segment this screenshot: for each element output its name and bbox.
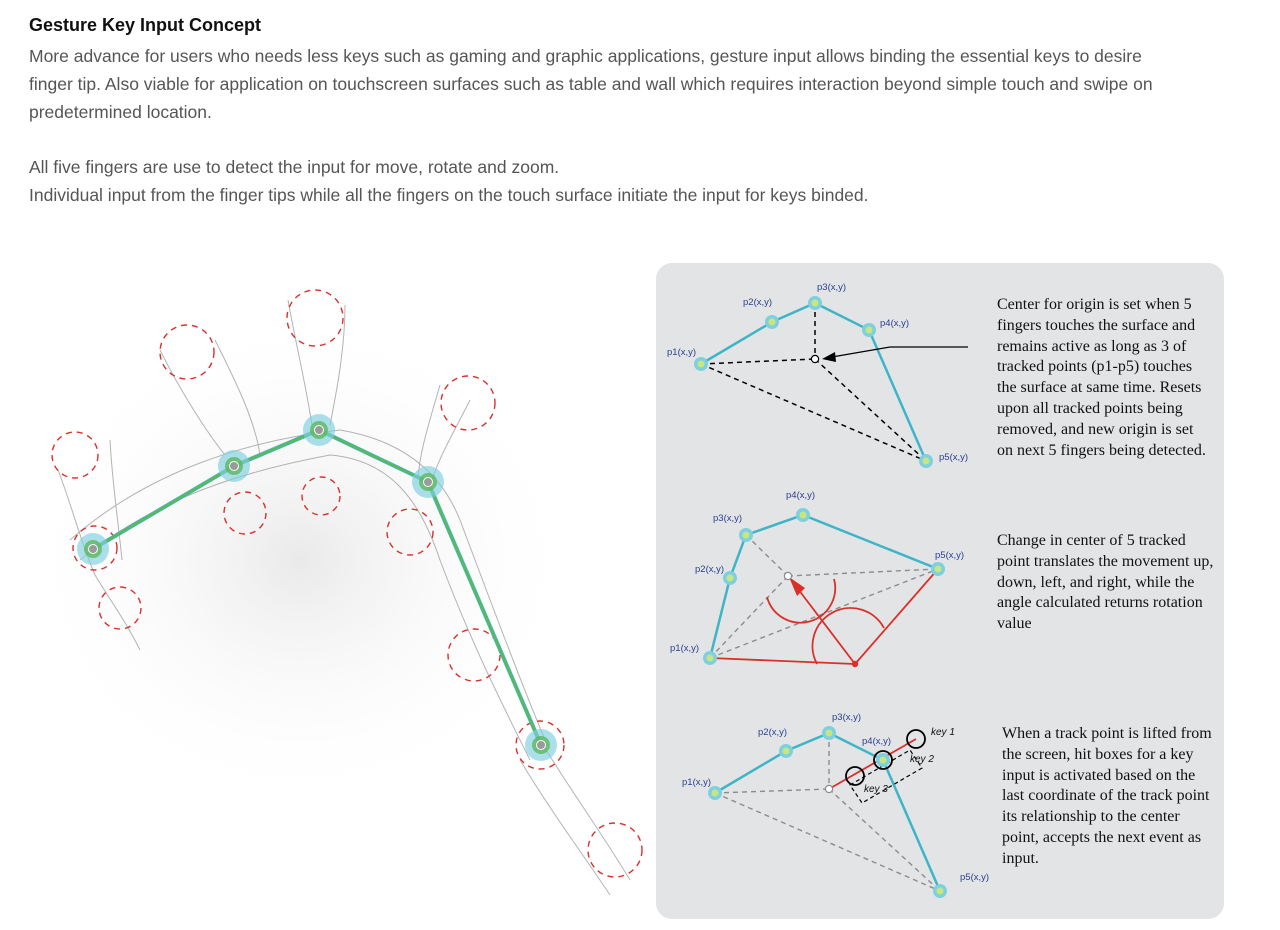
key-input-description: When a track point is lifted from the sc… [1002, 725, 1212, 867]
point-label-p1: p1(x,y) [667, 347, 696, 358]
key-1-label: key 1 [931, 727, 955, 738]
key-center-point [824, 784, 834, 794]
point-label-p4: p4(x,y) [862, 736, 891, 747]
track-point [723, 571, 737, 585]
key-2-hitbox [873, 750, 893, 770]
intro-paragraph: All five fingers are use to detect the i… [29, 157, 560, 177]
fingertip-node [77, 533, 109, 565]
rotation-diagram: p1(x,y) p2(x,y) p3(x,y) p4(x,y) p5(x,y) [670, 490, 964, 668]
rotation-arrowhead [789, 577, 805, 596]
key-construction-lines [714, 733, 941, 892]
track-point [739, 528, 753, 542]
track-point [694, 357, 708, 371]
origin-construction-lines [700, 303, 927, 462]
origin-track-points [694, 296, 933, 468]
fingertip-node [303, 414, 335, 446]
intro-paragraph: More advance for users who needs less ke… [29, 46, 1153, 122]
track-point [779, 744, 793, 758]
diagram-panel: p1(x,y) p2(x,y) p3(x,y) p4(x,y) p5(x,y) [656, 263, 1224, 919]
rotation-pivot [851, 660, 859, 668]
origin-pointer-line [831, 346, 891, 358]
origin-description: Center for origin is set when 5 fingers … [997, 296, 1206, 459]
point-label-p1: p1(x,y) [670, 643, 699, 654]
fingertip-node [412, 466, 444, 498]
origin-pointer-arrowhead [822, 352, 836, 362]
fingertip-nodes [77, 414, 557, 761]
fingertip-node [218, 450, 250, 482]
key-track-line [714, 731, 942, 892]
track-point [862, 323, 876, 337]
track-point [933, 884, 947, 898]
fingertip-node [525, 729, 557, 761]
point-label-p3: p3(x,y) [817, 282, 846, 293]
point-label-p4: p4(x,y) [880, 318, 909, 329]
point-label-p5: p5(x,y) [960, 872, 989, 883]
key-hitbox [849, 749, 923, 804]
intro-paragraph: Individual input from the finger tips wh… [29, 185, 869, 205]
track-point [876, 753, 890, 767]
point-label-p4: p4(x,y) [786, 490, 815, 501]
rotation-angle-marks [709, 568, 939, 665]
track-point [919, 454, 933, 468]
rotation-center-point [783, 571, 793, 581]
key-3-hitbox [845, 766, 865, 786]
rotation-description: Change in center of 5 tracked point tran… [997, 532, 1214, 633]
track-point [931, 562, 945, 576]
point-label-p2: p2(x,y) [758, 727, 787, 738]
point-label-p5: p5(x,y) [939, 452, 968, 463]
track-point [796, 508, 810, 522]
key-direction-line [828, 738, 917, 790]
key-3-label: key 3 [864, 784, 888, 795]
rotation-construction-lines [709, 534, 939, 659]
track-point [765, 315, 779, 329]
track-point [808, 296, 822, 310]
intro-text: More advance for users who needs less ke… [29, 42, 1189, 209]
hand-sketch-illustration [40, 289, 643, 896]
rotation-track-points [703, 508, 945, 665]
key-1-hitbox [906, 729, 926, 749]
origin-center-point [810, 354, 820, 364]
point-label-p3: p3(x,y) [713, 513, 742, 524]
track-point [708, 786, 722, 800]
point-label-p2: p2(x,y) [743, 297, 772, 308]
sketch-shading [40, 310, 580, 810]
point-label-p5: p5(x,y) [935, 550, 964, 561]
page-title: Gesture Key Input Concept [29, 15, 262, 35]
hit-zone-circles [51, 289, 643, 878]
point-label-p1: p1(x,y) [682, 777, 711, 788]
track-point [822, 726, 836, 740]
origin-diagram: p1(x,y) p2(x,y) p3(x,y) p4(x,y) p5(x,y) [667, 282, 968, 468]
point-label-p3: p3(x,y) [832, 712, 861, 723]
key-input-diagram: p1(x,y) p2(x,y) p3(x,y) p4(x,y) p5(x,y) … [682, 712, 989, 898]
key-2-label: key 2 [910, 754, 934, 765]
key-track-points [708, 726, 947, 898]
point-label-p2: p2(x,y) [695, 564, 724, 575]
diagram-drawings: p1(x,y) p2(x,y) p3(x,y) p4(x,y) p5(x,y) [667, 282, 989, 898]
track-point [703, 651, 717, 665]
